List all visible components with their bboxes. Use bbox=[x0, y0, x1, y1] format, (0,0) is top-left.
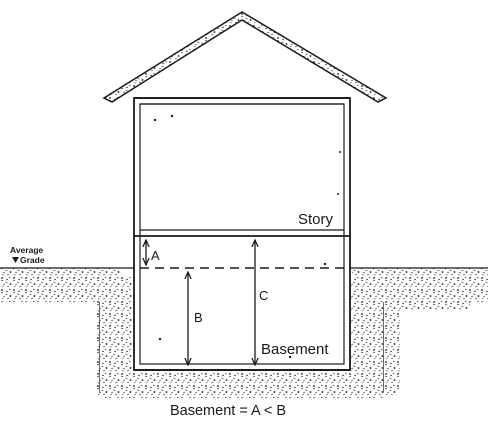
grade-label-line2: Grade bbox=[20, 255, 45, 265]
house-body bbox=[133, 97, 351, 371]
dimension-c-label: C bbox=[259, 288, 268, 303]
soil-bottom bbox=[100, 370, 383, 398]
dimension-b-label: B bbox=[194, 310, 203, 325]
story-label: Story bbox=[298, 211, 334, 228]
specks bbox=[153, 114, 341, 359]
soil-left-wall bbox=[100, 275, 134, 395]
formula-caption: Basement = A < B bbox=[170, 403, 286, 419]
soil-right-wall bbox=[350, 275, 383, 395]
grade-label-line1: Average bbox=[10, 245, 44, 255]
dimension-a-label: A bbox=[151, 248, 160, 263]
roof bbox=[102, 11, 388, 103]
basement-label: Basement bbox=[261, 341, 329, 358]
grade-marker-icon bbox=[12, 257, 19, 263]
